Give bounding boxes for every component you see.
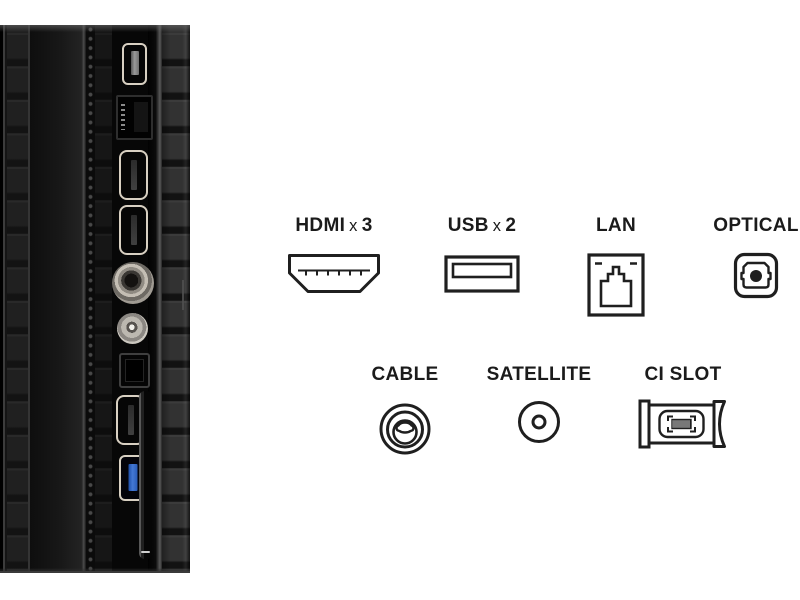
cable-label: CABLE [372, 364, 439, 386]
usb-port-photo [122, 43, 147, 85]
ci-module-icon [638, 399, 726, 449]
cable-connector-photo [112, 262, 154, 304]
panel-top-edge-highlight [0, 25, 190, 32]
satellite-label: SATELLITE [487, 364, 592, 386]
hdmi-port-2-photo [119, 205, 148, 255]
ci-slot-photo [139, 391, 152, 559]
hdmi-port-1-photo [119, 150, 148, 200]
panel-main-surface [30, 25, 86, 573]
ci-slot-group: CI SLOT [633, 364, 733, 452]
optical-port-photo [119, 353, 150, 388]
panel-inner-strip [95, 25, 112, 573]
hdmi-port-icon [288, 254, 380, 293]
vent-dot-column [86, 25, 95, 573]
satellite-coax-icon [518, 401, 560, 443]
ci-slot-label: CI SLOT [644, 364, 721, 386]
usb-port-icon [444, 255, 520, 293]
panel-bottom-edge-highlight [0, 568, 190, 573]
panel-left-edge [0, 25, 7, 573]
ci-slot-label-name: CI SLOT [644, 364, 722, 385]
optical-label: OPTICAL [713, 215, 799, 237]
lan-label-name: LAN [596, 215, 636, 236]
satellite-connector-photo [117, 313, 148, 344]
optical-group: OPTICAL [706, 215, 800, 299]
hdmi-label-count: 3 [361, 215, 373, 236]
cable-coax-icon [379, 403, 431, 455]
rib-seam [182, 280, 184, 310]
hdmi-label-name: HDMI [295, 215, 346, 236]
satellite-label-name: SATELLITE [486, 364, 592, 385]
optical-port-icon [733, 252, 779, 299]
tv-side-panel-photo [0, 25, 190, 573]
lan-port-photo [116, 95, 153, 140]
usb-label-times: x [492, 217, 502, 235]
lan-port-icon [587, 253, 645, 317]
vent-ribs [162, 25, 190, 573]
hdmi-label-times: x [349, 217, 358, 235]
panel-side-strip [7, 25, 30, 573]
satellite-group: SATELLITE [479, 364, 599, 444]
cable-group: CABLE [355, 364, 455, 457]
optical-label-name: OPTICAL [713, 215, 799, 236]
lan-group: LAN [566, 215, 666, 317]
usb-label-name: USB [447, 215, 489, 236]
usb-label-count: 2 [505, 215, 517, 236]
cable-label-name: CABLE [371, 364, 439, 385]
lan-label: LAN [596, 215, 636, 237]
